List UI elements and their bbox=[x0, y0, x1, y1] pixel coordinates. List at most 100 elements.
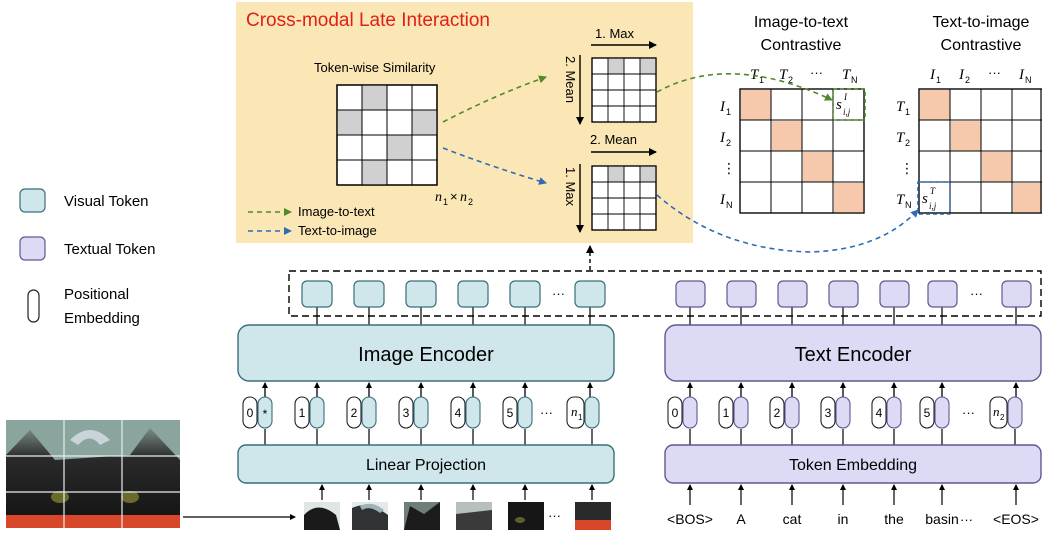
svg-text:4: 4 bbox=[455, 406, 462, 420]
textual-token-ellipsis: ··· bbox=[970, 286, 983, 301]
visual-token-ellipsis: ··· bbox=[552, 286, 565, 301]
textual-token bbox=[879, 280, 910, 308]
i2t-contrastive-title-1: Image-to-text bbox=[754, 14, 849, 31]
svg-text:···: ··· bbox=[988, 65, 1001, 80]
image-encoder-box bbox=[237, 324, 615, 382]
svg-text:5: 5 bbox=[507, 406, 514, 420]
textual-tokens: ··· bbox=[675, 280, 1032, 325]
svg-text:I: I bbox=[958, 67, 965, 83]
i2t-legend-label: Image-to-text bbox=[298, 204, 375, 219]
svg-text:···: ··· bbox=[810, 65, 823, 80]
svg-text:n: n bbox=[460, 190, 467, 205]
svg-text:n: n bbox=[435, 190, 442, 205]
patch-to-projection-arrows bbox=[319, 484, 595, 500]
svg-text:1: 1 bbox=[578, 413, 583, 422]
svg-text:T: T bbox=[896, 130, 906, 146]
image-input-pair: 4 bbox=[450, 396, 481, 429]
svg-text:I: I bbox=[1018, 67, 1025, 83]
svg-text:N: N bbox=[905, 200, 912, 210]
svg-text:T: T bbox=[896, 192, 906, 208]
visual-token bbox=[301, 280, 333, 308]
i2t-step2-label: 2. Mean bbox=[563, 56, 578, 103]
t2i-step1-label: 1. Max bbox=[563, 167, 578, 207]
image-input-pair: 3 bbox=[398, 396, 429, 429]
cat-image bbox=[6, 420, 180, 528]
legend-positional-label-1: Positional bbox=[64, 286, 129, 303]
projection-to-input-lines bbox=[264, 429, 1016, 445]
svg-text:3: 3 bbox=[403, 406, 410, 420]
svg-text:N: N bbox=[726, 200, 733, 210]
svg-text:3: 3 bbox=[825, 406, 832, 420]
svg-text:T: T bbox=[779, 67, 789, 83]
i2t-contrastive-title-2: Contrastive bbox=[761, 37, 842, 54]
input-word: the bbox=[884, 511, 904, 527]
image-patch bbox=[352, 502, 388, 530]
i2t-score-label: s I i,j bbox=[836, 92, 851, 117]
image-patch-ellipsis: ··· bbox=[548, 508, 561, 523]
svg-text:s: s bbox=[922, 191, 928, 207]
svg-text:2: 2 bbox=[788, 75, 793, 85]
text-input-pair: 1 bbox=[718, 396, 749, 429]
svg-text:2: 2 bbox=[1000, 413, 1005, 422]
svg-text:0: 0 bbox=[247, 406, 254, 420]
svg-text:2: 2 bbox=[468, 197, 473, 207]
textual-token bbox=[927, 280, 958, 308]
svg-text:2: 2 bbox=[774, 406, 781, 420]
text-input-pair: 4 bbox=[871, 396, 902, 429]
visual-token bbox=[509, 280, 541, 308]
visual-token bbox=[405, 280, 437, 308]
image-patch bbox=[456, 502, 492, 530]
t2i-small-matrix bbox=[591, 165, 657, 231]
t2i-score-label: s T i,j bbox=[922, 186, 937, 211]
image-input-pair: 5 bbox=[502, 396, 533, 429]
legend-positional-swatch bbox=[27, 289, 40, 323]
svg-text:2: 2 bbox=[965, 75, 970, 85]
svg-text:i,j: i,j bbox=[843, 107, 851, 117]
i2t-flow-arrow bbox=[442, 75, 547, 123]
token-embedding-box bbox=[664, 444, 1042, 484]
image-input-pair: 1 bbox=[294, 396, 325, 429]
svg-text:N: N bbox=[1025, 75, 1032, 85]
image-patch bbox=[508, 502, 544, 530]
i2t-score-matrix bbox=[739, 88, 865, 214]
svg-text:N: N bbox=[851, 75, 858, 85]
svg-text:I: I bbox=[719, 192, 726, 208]
svg-text:i,j: i,j bbox=[929, 201, 937, 211]
visual-tokens: ··· bbox=[301, 280, 606, 325]
image-patch bbox=[575, 502, 611, 530]
text-encoder-box bbox=[664, 324, 1042, 382]
svg-text:I: I bbox=[843, 92, 848, 102]
svg-text:n: n bbox=[993, 404, 1000, 419]
word-to-embedding-arrows bbox=[687, 484, 1019, 505]
text-input-ellipsis: ··· bbox=[962, 405, 975, 420]
t2i-legend-label: Text-to-image bbox=[298, 223, 377, 238]
svg-text:1: 1 bbox=[443, 197, 448, 207]
panel-title: Cross-modal Late Interaction bbox=[246, 10, 490, 31]
textual-token bbox=[1001, 280, 1032, 308]
svg-text:*: * bbox=[263, 407, 268, 421]
input-word: <EOS> bbox=[993, 511, 1039, 527]
token-group-box bbox=[288, 270, 1042, 317]
image-input-pair-cls: 0 * bbox=[242, 396, 273, 429]
image-input-ellipsis: ··· bbox=[540, 405, 553, 420]
input-words: <BOS> A cat in the basin ··· <EOS> bbox=[667, 511, 1039, 527]
textual-token bbox=[828, 280, 859, 308]
svg-text:n: n bbox=[571, 404, 578, 419]
t2i-contrastive-title-2: Contrastive bbox=[941, 37, 1022, 54]
text-encoder-label: Text Encoder bbox=[795, 344, 912, 366]
svg-text:1: 1 bbox=[726, 107, 731, 117]
linear-projection-label: Linear Projection bbox=[366, 457, 486, 474]
late-interaction-panel: Cross-modal Late Interaction Token-wise … bbox=[236, 2, 693, 243]
input-word: A bbox=[736, 511, 746, 527]
svg-text:1: 1 bbox=[905, 107, 910, 117]
legend-textual-label: Textual Token bbox=[64, 241, 155, 258]
t2i-score-highlight bbox=[917, 181, 951, 215]
svg-text:1: 1 bbox=[723, 406, 730, 420]
svg-text:1: 1 bbox=[299, 406, 306, 420]
